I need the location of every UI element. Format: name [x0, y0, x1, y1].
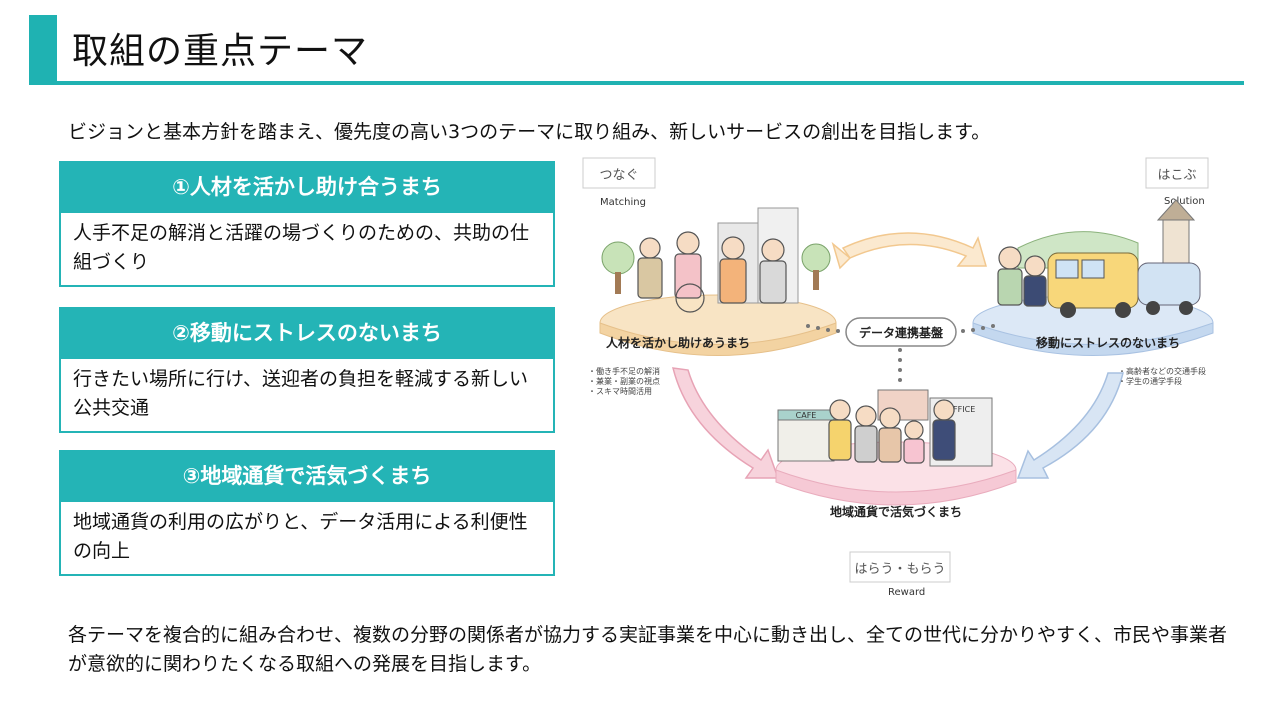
carry-tag-english: Solution [1164, 196, 1205, 207]
themes-illustration: つなぐ Matching はこぶ Solution はらう・もらう Reward [582, 157, 1214, 598]
carry-tag: はこぶ Solution [1145, 157, 1209, 207]
title-underline [29, 81, 1244, 85]
theme-2-heading: ②移動にストレスのないまち [59, 307, 555, 359]
theme-card-2: ②移動にストレスのないまち 行きたい場所に行け、送迎者の負担を軽減する新しい公共… [59, 307, 555, 433]
notes-people: ・働き手不足の解消 ・兼業・副業の視点 ・スキマ時間活用 [588, 366, 660, 396]
arrow-mobility-currency [1016, 372, 1124, 479]
island-currency: CAFE OFFICE 地域通貨で活気づくまち [775, 389, 1017, 519]
note-people-3: ・スキマ時間活用 [588, 386, 652, 396]
connect-tag-english: Matching [600, 197, 646, 208]
data-platform-label: データ連携基盤 [859, 325, 944, 340]
carry-tag-label: はこぶ [1157, 168, 1196, 183]
note-mobility-1: ・高齢者などの交通手段 [1118, 366, 1206, 376]
intro-text: ビジョンと基本方針を踏まえ、優先度の高い3つのテーマに取り組み、新しいサービスの… [68, 121, 991, 143]
theme-1-heading: ①人材を活かし助け合うまち [59, 161, 555, 213]
arrow-people-mobility [831, 232, 987, 270]
note-people-1: ・働き手不足の解消 [588, 366, 660, 376]
note-people-2: ・兼業・副業の視点 [588, 376, 660, 386]
notes-mobility: ・高齢者などの交通手段 ・学生の通学手段 [1118, 366, 1206, 386]
closing-text: 各テーマを複合的に組み合わせ、複数の分野の関係者が協力する実証事業を中心に動き出… [68, 624, 1228, 675]
platform-connectors [806, 324, 995, 382]
connect-tag-label: つなぐ [599, 168, 638, 183]
data-platform-badge: データ連携基盤 [845, 317, 957, 347]
island-mobility: 移動にストレスのないまち [972, 199, 1214, 356]
island-people-label: 人材を活かし助けあうまち [606, 335, 750, 350]
theme-1-description: 人手不足の解消と活躍の場づくりのための、共助の仕組づくり [59, 213, 555, 287]
pay-tag-english: Reward [888, 587, 925, 598]
theme-2-description: 行きたい場所に行け、送迎者の負担を軽減する新しい公共交通 [59, 359, 555, 433]
island-currency-label: 地域通貨で活気づくまち [830, 504, 962, 519]
page-title: 取組の重点テーマ [72, 31, 369, 72]
cafe-sign: CAFE [796, 411, 817, 420]
connect-tag: つなぐ Matching [582, 157, 656, 208]
theme-card-3: ③地域通貨で活気づくまち 地域通貨の利用の広がりと、データ活用による利便性の向上 [59, 450, 555, 576]
theme-card-1: ①人材を活かし助け合うまち 人手不足の解消と活躍の場づくりのための、共助の仕組づ… [59, 161, 555, 287]
arrow-people-currency [672, 367, 780, 479]
theme-3-heading: ③地域通貨で活気づくまち [59, 450, 555, 502]
island-mobility-label: 移動にストレスのないまち [1036, 335, 1180, 350]
island-people: 人材を活かし助けあうまち [599, 207, 837, 356]
pay-tag: はらう・もらう Reward [849, 551, 951, 598]
theme-3-description: 地域通貨の利用の広がりと、データ活用による利便性の向上 [59, 502, 555, 576]
note-mobility-2: ・学生の通学手段 [1118, 376, 1182, 386]
office-sign: OFFICE [947, 405, 976, 414]
title-accent-bar [29, 15, 57, 83]
pay-tag-label: はらう・もらう [854, 562, 945, 577]
